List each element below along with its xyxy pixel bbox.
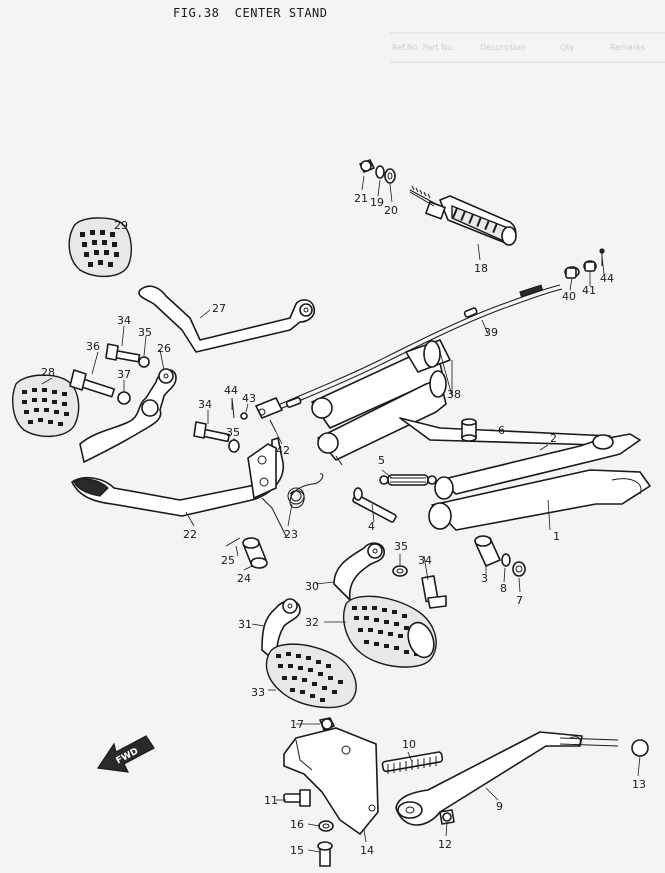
figure-title: FIG.38 CENTER STAND [173, 6, 328, 20]
callout-12: 12 [438, 838, 452, 851]
callout-20: 20 [384, 204, 398, 217]
callout-25: 25 [221, 554, 235, 567]
sidestand-9 [395, 731, 619, 826]
stand-pivot-bolt [352, 487, 397, 523]
footrest-nut-washers [359, 159, 396, 184]
callout-6: 6 [498, 424, 505, 437]
footrest-rubber-32 [343, 595, 437, 668]
callout-13: 13 [632, 778, 646, 791]
ghost-header-refno: Ref.No. Part No. [392, 43, 454, 52]
stand-stopper-cap [461, 418, 477, 442]
callout-35-left: 35 [138, 326, 152, 339]
callout-15: 15 [290, 844, 304, 857]
footrest-bolt-lower [392, 565, 447, 609]
callout-32: 32 [305, 616, 319, 629]
callout-41: 41 [582, 284, 596, 297]
callout-33: 33 [251, 686, 265, 699]
callout-26: 26 [157, 342, 171, 355]
footrest-rubber-28 [12, 374, 80, 437]
footrest-assembly-18 [409, 185, 517, 246]
callout-34-lower: 34 [418, 554, 432, 567]
sidestand-rubber-13 [631, 739, 649, 757]
leader-lines [41, 175, 641, 853]
callout-9: 9 [496, 800, 503, 813]
stand-lever-22 [71, 437, 285, 517]
footrest-bracket-30 [333, 542, 385, 601]
callout-35-center: 35 [226, 426, 240, 439]
callout-34-center: 34 [198, 398, 212, 411]
ghost-header-qty: Qty [560, 43, 574, 52]
callout-38: 38 [447, 388, 461, 401]
footrest-rubber-33 [265, 643, 357, 709]
callout-17: 17 [290, 718, 304, 731]
callout-1: 1 [553, 530, 560, 543]
sidestand-bracket-14 [283, 727, 379, 835]
forward-direction-arrow: FWD [96, 735, 155, 773]
footrest-bracket-26 [79, 368, 177, 463]
callout-3: 3 [481, 572, 488, 585]
callout-42: 42 [276, 444, 290, 457]
callout-19: 19 [370, 196, 384, 209]
callout-24: 24 [237, 572, 251, 585]
callout-34-left: 34 [117, 314, 131, 327]
callout-31: 31 [238, 618, 252, 631]
ghost-header-description: Description [480, 43, 526, 52]
callout-44-right: 44 [600, 272, 614, 285]
callout-16: 16 [290, 818, 304, 831]
stand-arm-upper [434, 433, 641, 500]
footrest-bolts-left [69, 343, 150, 405]
callout-11: 11 [264, 794, 278, 807]
callout-36: 36 [86, 340, 100, 353]
callout-37: 37 [117, 368, 131, 381]
callout-30: 30 [305, 580, 319, 593]
callout-43: 43 [242, 392, 256, 405]
callout-28: 28 [41, 366, 55, 379]
footrest-bar-27 [138, 285, 316, 353]
cable-end-pieces [564, 248, 605, 279]
callout-7: 7 [516, 594, 523, 607]
sidestand-spring-10 [381, 751, 444, 774]
callout-21: 21 [354, 192, 368, 205]
callout-22: 22 [183, 528, 197, 541]
center-stand-frame [311, 339, 611, 466]
callout-5: 5 [378, 454, 385, 467]
footrest-rubber-29 [68, 217, 132, 277]
stand-spring [379, 474, 437, 486]
callout-8: 8 [500, 582, 507, 595]
stand-arm-lower [428, 469, 651, 531]
callout-labels: 1 2 3 4 5 6 7 8 9 10 11 12 13 14 15 16 1… [41, 192, 646, 857]
bushing-pin [225, 537, 268, 569]
footrest-bracket-31 [261, 598, 301, 665]
background-table-ghost: Ref.No. Part No. Description Qty Remarks [390, 32, 665, 63]
callout-35-lower: 35 [394, 540, 408, 553]
collar-washer-nut [474, 535, 526, 577]
stand-cable [255, 284, 563, 419]
callout-18: 18 [474, 262, 488, 275]
ghost-header-remarks: Remarks [610, 43, 645, 52]
return-spring-23 [261, 473, 324, 537]
callout-23: 23 [284, 528, 298, 541]
callout-44-center: 44 [224, 384, 238, 397]
callout-2: 2 [550, 432, 557, 445]
sidestand-fasteners [283, 717, 455, 867]
callout-29: 29 [114, 219, 128, 232]
callout-4: 4 [368, 520, 375, 533]
callout-39: 39 [484, 326, 498, 339]
callout-27: 27 [212, 302, 226, 315]
callout-10: 10 [402, 738, 416, 751]
callout-14: 14 [360, 844, 374, 857]
callout-40: 40 [562, 290, 576, 303]
